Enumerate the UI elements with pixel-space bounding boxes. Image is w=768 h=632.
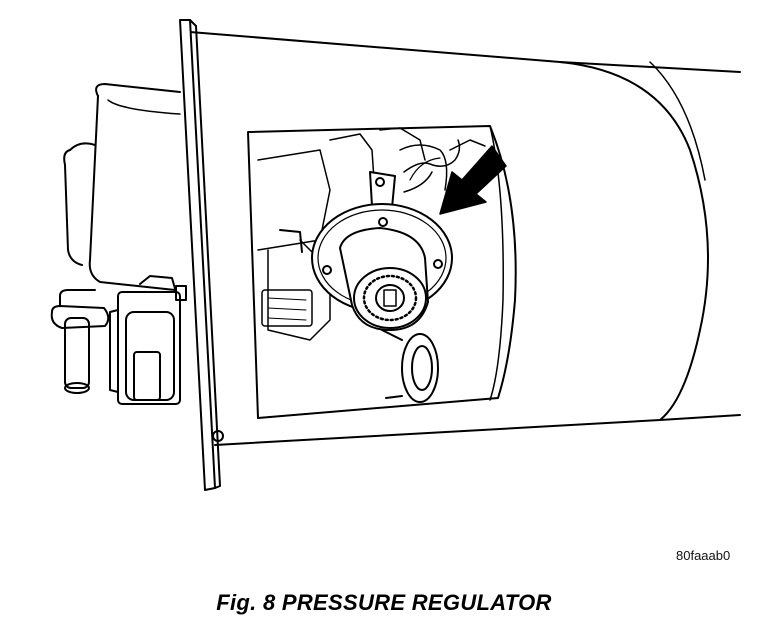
elbow-fitting: [63, 83, 181, 291]
callout-arrow: [439, 145, 507, 215]
return-tube: [381, 329, 439, 403]
vent-line: [403, 139, 461, 193]
figure-caption: Fig. 8 PRESSURE REGULATOR: [216, 590, 552, 615]
electrical-connector: [109, 275, 187, 405]
mounting-flange: [179, 19, 224, 491]
outlet-tube: [50, 289, 110, 394]
pressure-regulator: [311, 171, 453, 331]
figure-code: 80faaab0: [676, 548, 731, 563]
internal-components: [257, 127, 486, 341]
fuel-module-housing: [189, 31, 741, 446]
